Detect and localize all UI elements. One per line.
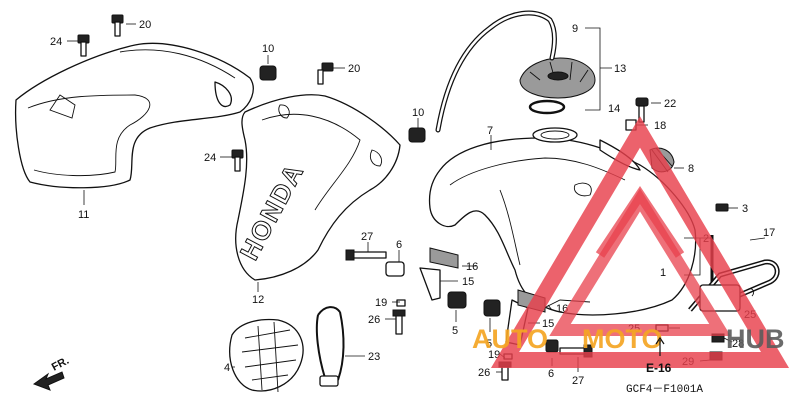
front-arrow-icon <box>32 371 65 391</box>
callout-20: 20 <box>348 63 360 75</box>
callout-27: 27 <box>572 375 584 387</box>
right-shroud-part: HONDA <box>233 94 401 281</box>
callout-10: 10 <box>412 107 424 119</box>
callout-23: 23 <box>368 351 380 363</box>
callout-7: 7 <box>487 125 493 137</box>
front-label: FR. <box>50 355 71 374</box>
callout-20: 20 <box>139 19 151 31</box>
callout-15: 15 <box>542 318 554 330</box>
callout-1: 1 <box>660 267 666 279</box>
diagram-code-label: GCF4－F1001A <box>626 384 703 396</box>
fuel-cap-part <box>519 57 596 99</box>
callout-9: 9 <box>572 23 578 35</box>
callout-5: 5 <box>486 338 492 350</box>
callout-13: 13 <box>614 63 626 75</box>
watermark-text-moto: MOTO <box>582 324 663 354</box>
grommet-10-part <box>259 65 426 143</box>
callout-28: 28 <box>732 338 744 350</box>
callout-18: 18 <box>654 120 666 132</box>
callout-17: 17 <box>763 227 775 239</box>
section-ref-label: E-16 <box>646 361 672 375</box>
mount-left-stack <box>345 247 467 335</box>
callout-4: 4 <box>224 362 230 374</box>
watermark-logo: AUTO MOTO HUB <box>472 116 790 368</box>
nut-3-part <box>715 203 729 212</box>
callout-26: 26 <box>478 367 490 379</box>
callout-24: 24 <box>50 36 62 48</box>
callout-3: 3 <box>742 203 748 215</box>
front-direction-indicator: FR. <box>32 355 71 391</box>
strap-band-23-part <box>315 306 345 387</box>
callout-6: 6 <box>548 368 554 380</box>
tank-pad-4-part <box>229 318 304 393</box>
callout-6: 6 <box>396 239 402 251</box>
left-shroud-part <box>14 42 254 189</box>
callout-8: 8 <box>688 163 694 175</box>
callout-16: 16 <box>466 261 478 273</box>
callout-26: 26 <box>368 314 380 326</box>
callout-15: 15 <box>462 276 474 288</box>
watermark-text-auto: AUTO <box>472 324 548 354</box>
screws-20-24 <box>77 14 334 172</box>
callout-11: 11 <box>78 209 89 221</box>
callout-12: 12 <box>252 294 264 306</box>
cap-gasket-part <box>528 99 566 115</box>
bolt-22-part <box>635 97 649 123</box>
callout-14: 14 <box>608 103 620 115</box>
callout-24: 24 <box>204 152 216 164</box>
callout-10: 10 <box>262 43 274 55</box>
callout-5: 5 <box>452 325 458 337</box>
callout-19: 19 <box>375 297 387 309</box>
callout-22: 22 <box>664 98 676 110</box>
callout-27: 27 <box>361 231 373 243</box>
watermark-text-hub: HUB <box>726 324 785 354</box>
